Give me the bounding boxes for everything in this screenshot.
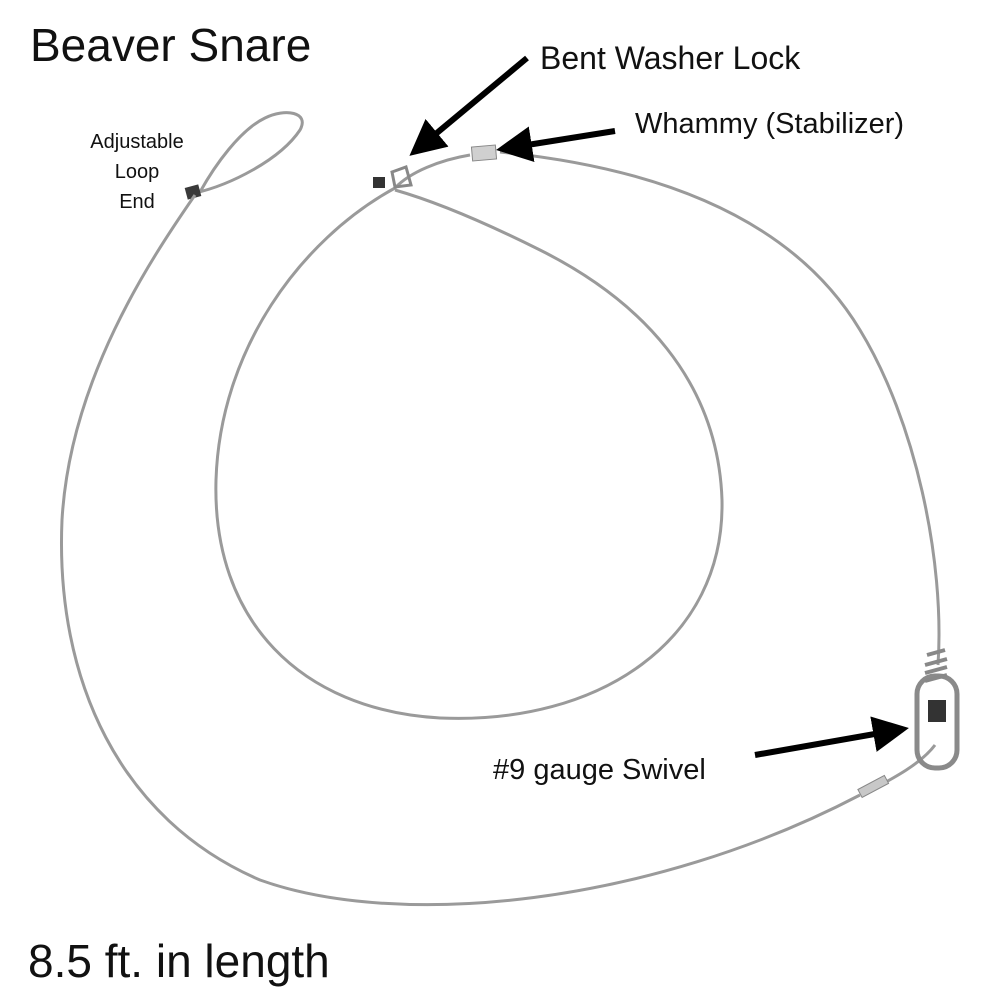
adjustable-loop xyxy=(194,111,304,195)
swivel-arrow xyxy=(754,716,909,758)
label-line: End xyxy=(119,191,155,213)
swivel-coil xyxy=(924,648,948,683)
snare-loop xyxy=(214,153,724,720)
whammy xyxy=(470,144,498,162)
length-note: 8.5 ft. in length xyxy=(28,935,330,987)
whammy-arrow xyxy=(496,126,616,163)
washer-nut xyxy=(373,177,385,188)
label-adjustable-loop-end: Adjustable Loop End xyxy=(77,127,197,217)
ferrule xyxy=(857,774,890,799)
diagram-title: Beaver Snare xyxy=(30,19,312,71)
label-line: Loop xyxy=(114,161,160,183)
label-whammy: Whammy (Stabilizer) xyxy=(635,108,905,140)
bent-washer-lock xyxy=(390,165,413,189)
label-swivel: #9 gauge Swivel xyxy=(493,754,706,786)
swivel-lock xyxy=(928,700,946,722)
main-cable xyxy=(59,194,861,907)
return-cable xyxy=(499,150,941,666)
label-line: Adjustable xyxy=(90,131,184,153)
washer-arrow xyxy=(409,55,529,156)
label-bent-washer-lock: Bent Washer Lock xyxy=(540,40,801,76)
loop-lock xyxy=(184,184,202,200)
